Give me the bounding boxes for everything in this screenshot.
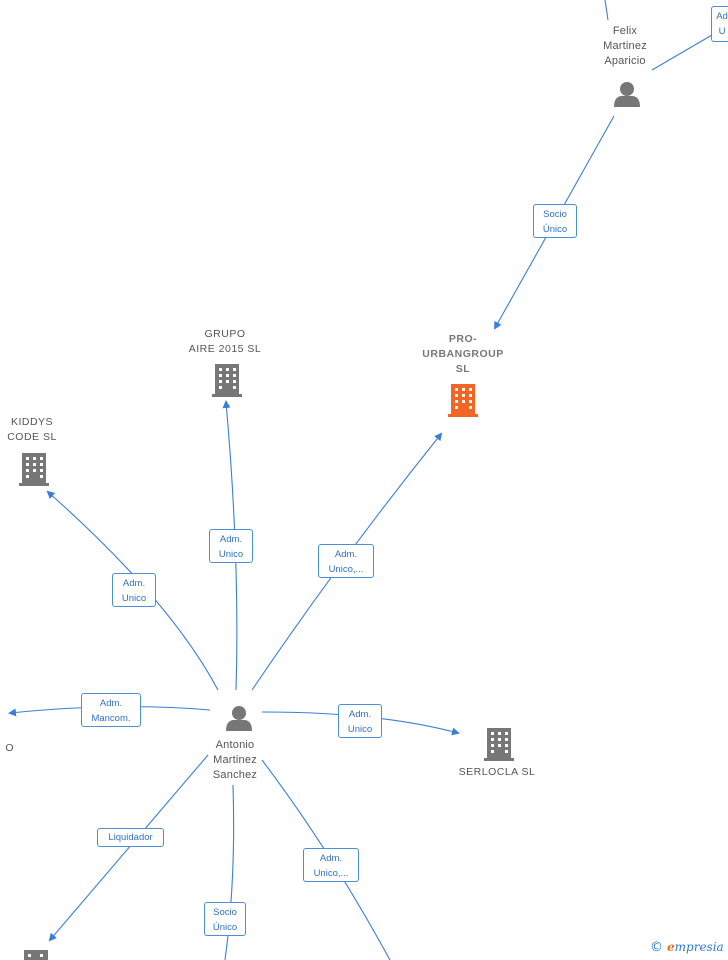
person-name-antonio[interactable]: Antonio Martinez Sanchez xyxy=(212,739,258,781)
edge-felix-topright xyxy=(651,34,713,71)
building-icon xyxy=(24,950,48,960)
relation-label-felix-top[interactable]: Ad U xyxy=(711,6,728,42)
relation-label-adm-unico-serlocla[interactable]: Adm. Unico xyxy=(338,704,382,738)
company-name-pro-urbangroup[interactable]: PRO- URBANGROUP SL xyxy=(422,333,504,375)
person-name-felix[interactable]: Felix Martinez Aparicio xyxy=(603,25,647,67)
company-name-partial-left[interactable]: O xyxy=(5,742,14,754)
relation-label-adm-unico-pro[interactable]: Adm. Unico,... xyxy=(318,544,374,578)
relation-label-adm-mancom[interactable]: Adm. Mancom. xyxy=(81,693,141,727)
relation-label-adm-unico-grupo[interactable]: Adm. Unico xyxy=(209,529,253,563)
edge-antonio-liquidador xyxy=(48,754,209,942)
relation-label-felix-socio-unico[interactable]: Socio Único xyxy=(533,204,577,238)
person-icon xyxy=(614,82,640,107)
person-icon xyxy=(226,706,252,731)
empresia-logo: ©empresia xyxy=(650,940,724,955)
relation-label-adm-unico-bottom[interactable]: Adm. Unico,... xyxy=(303,848,359,882)
company-name-grupo-aire[interactable]: GRUPO AIRE 2015 SL xyxy=(188,328,262,355)
relation-label-adm-unico-kiddys[interactable]: Adm. Unico xyxy=(112,573,156,607)
relation-label-liquidador[interactable]: Liquidador xyxy=(97,828,164,847)
edge-felix-top xyxy=(604,0,609,21)
company-name-kiddys-code[interactable]: KIDDYS CODE SL xyxy=(7,416,57,443)
company-name-serlocla[interactable]: SERLOCLA SL xyxy=(458,766,536,778)
edge-antonio-socio xyxy=(224,784,235,960)
relation-label-socio-unico[interactable]: Socio Único xyxy=(204,902,246,936)
